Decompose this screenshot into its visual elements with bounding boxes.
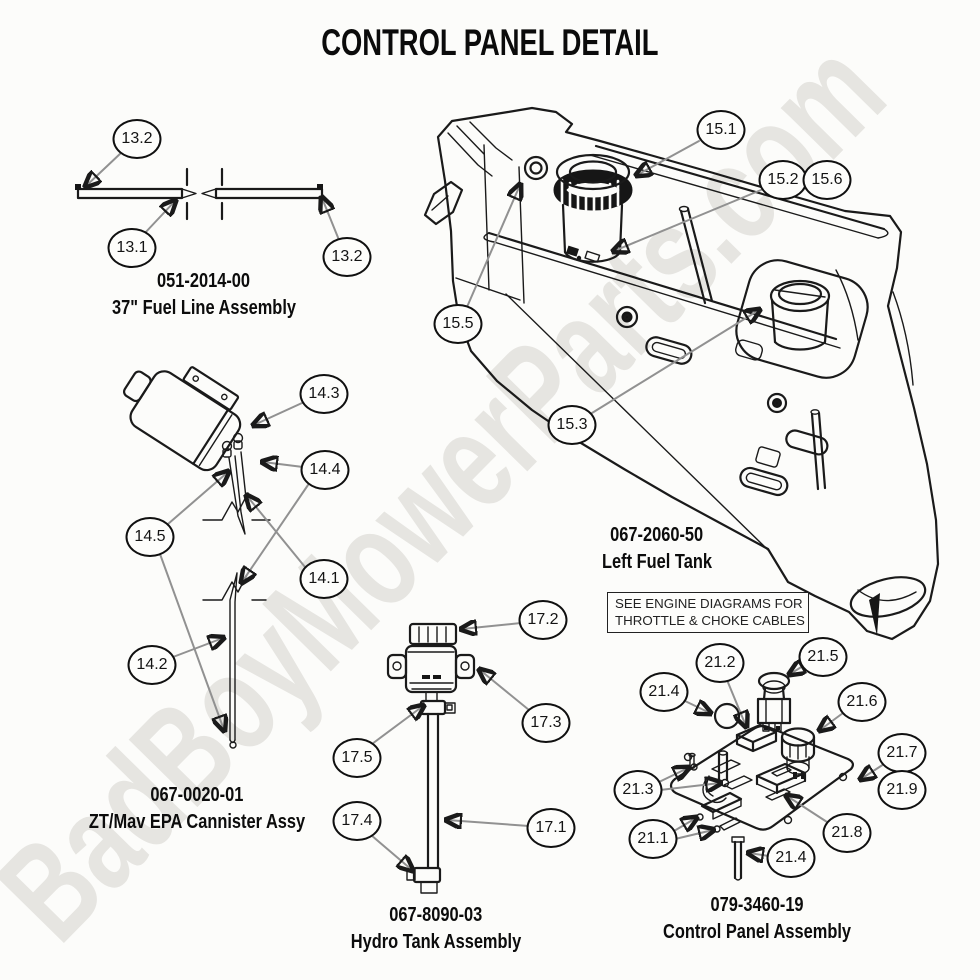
callout-14-5[interactable]: 14.5	[125, 517, 175, 557]
callout-21-5[interactable]: 21.5	[798, 637, 848, 677]
callout-17-2[interactable]: 17.2	[518, 600, 568, 640]
leader-lines	[86, 140, 885, 870]
canister-label: 067-0020-01 ZT/Mav EPA Cannister Assy	[65, 782, 329, 836]
callout-17-5[interactable]: 17.5	[332, 738, 382, 778]
callout-17-1[interactable]: 17.1	[526, 808, 576, 848]
note-line-2: THROTTLE & CHOKE CABLES	[615, 613, 805, 628]
hydro-tank-part-number: 067-8090-03	[389, 904, 483, 926]
callout-14-1[interactable]: 14.1	[299, 559, 349, 599]
fuel-tank-label: 067-2060-50 Left Fuel Tank	[590, 522, 724, 576]
callout-15-3[interactable]: 15.3	[547, 405, 597, 445]
callout-15-2[interactable]: 15.2	[758, 160, 808, 200]
hydro-tank-label: 067-8090-03 Hydro Tank Assembly	[332, 902, 540, 956]
callout-15-6[interactable]: 15.6	[802, 160, 852, 200]
hydro-tank-drawing	[386, 622, 476, 894]
callout-14-3[interactable]: 14.3	[299, 374, 349, 414]
callout-21-7[interactable]: 21.7	[877, 733, 927, 773]
fuel-line-part-number: 051-2014-00	[157, 270, 251, 292]
callout-17-3[interactable]: 17.3	[521, 703, 571, 743]
callout-21-8[interactable]: 21.8	[822, 813, 872, 853]
canister-part-name: ZT/Mav EPA Cannister Assy	[88, 811, 306, 833]
callout-13-2-a[interactable]: 13.2	[112, 119, 162, 159]
callout-13-1[interactable]: 13.1	[107, 228, 157, 268]
canister-drawing	[122, 366, 271, 749]
callout-21-6[interactable]: 21.6	[837, 682, 887, 722]
control-panel-drawing	[669, 671, 855, 881]
canister-part-number: 067-0020-01	[150, 784, 244, 806]
callout-21-9[interactable]: 21.9	[877, 770, 927, 810]
fuel-line-label: 051-2014-00 37" Fuel Line Assembly	[92, 268, 316, 322]
hydro-tank-part-name: Hydro Tank Assembly	[350, 931, 522, 953]
page-title: CONTROL PANEL DETAIL	[321, 22, 659, 63]
control-panel-part-number: 079-3460-19	[710, 894, 804, 916]
fuel-tank-part-number: 067-2060-50	[610, 524, 704, 546]
callout-15-5[interactable]: 15.5	[433, 304, 483, 344]
callout-21-4-b[interactable]: 21.4	[766, 838, 816, 878]
fuel-tank-drawing	[423, 106, 940, 641]
callout-21-1[interactable]: 21.1	[628, 819, 678, 859]
fuel-line-part-name: 37" Fuel Line Assembly	[112, 297, 296, 319]
callout-14-4[interactable]: 14.4	[300, 450, 350, 490]
callout-14-2[interactable]: 14.2	[127, 645, 177, 685]
control-panel-label: 079-3460-19 Control Panel Assembly	[642, 892, 871, 946]
callout-13-2-b[interactable]: 13.2	[322, 237, 372, 277]
callout-21-3[interactable]: 21.3	[613, 770, 663, 810]
note-line-1: SEE ENGINE DIAGRAMS FOR	[615, 596, 803, 611]
callout-15-1[interactable]: 15.1	[696, 110, 746, 150]
control-panel-part-name: Control Panel Assembly	[662, 921, 852, 943]
callout-17-4[interactable]: 17.4	[332, 801, 382, 841]
callout-21-4-a[interactable]: 21.4	[639, 672, 689, 712]
fuel-line-drawing	[75, 167, 324, 221]
callout-21-2[interactable]: 21.2	[695, 643, 745, 683]
engine-diagram-note: SEE ENGINE DIAGRAMS FOR THROTTLE & CHOKE…	[607, 592, 809, 633]
fuel-tank-part-name: Left Fuel Tank	[602, 551, 712, 573]
